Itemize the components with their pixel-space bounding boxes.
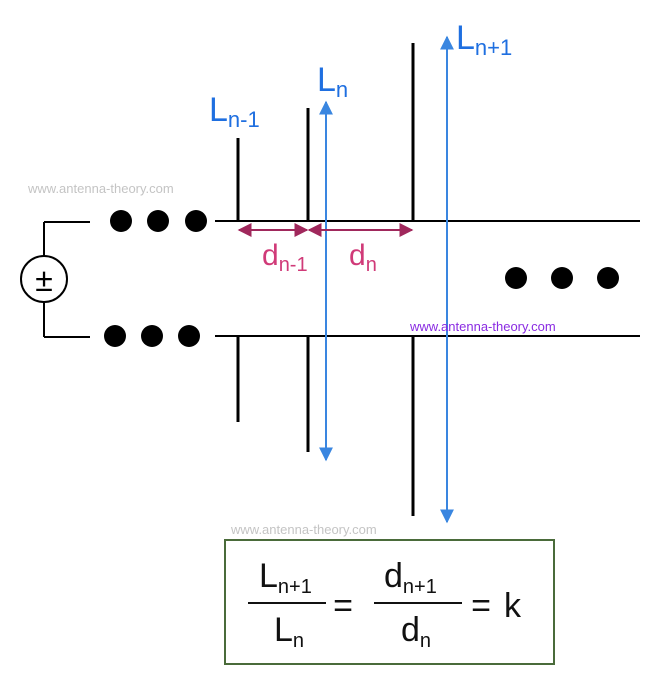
label-l-n-plus-1: Ln+1 xyxy=(456,19,512,60)
formula-equals-2: = xyxy=(471,587,491,625)
ellipsis-dots-right xyxy=(505,267,619,289)
formula-equals-1: = xyxy=(333,587,353,625)
label-l-n: Ln xyxy=(317,61,348,102)
source-circle xyxy=(20,255,68,303)
formula-k: k xyxy=(504,587,522,625)
label-d-n: dn xyxy=(349,239,377,276)
label-d-n-minus-1: dn-1 xyxy=(262,239,308,276)
formula-numerator-1: Ln+1 xyxy=(259,557,312,598)
label-l-n-minus-1: Ln-1 xyxy=(209,91,260,132)
formula-denominator-1: Ln xyxy=(274,611,304,652)
formula-box: Ln+1 Ln = dn+1 dn = k xyxy=(224,539,555,665)
formula-denominator-2: dn xyxy=(401,611,431,652)
voltage-source: ± xyxy=(20,221,90,338)
plus-minus-symbol: ± xyxy=(35,262,53,298)
watermark-1: www.antenna-theory.com xyxy=(27,181,174,196)
watermark-2: www.antenna-theory.com xyxy=(409,319,556,334)
formula-numerator-2: dn+1 xyxy=(384,557,437,598)
scaling-formula: Ln+1 Ln = dn+1 dn = k xyxy=(248,557,522,652)
watermark-3: www.antenna-theory.com xyxy=(230,522,377,537)
ellipsis-dots-top-left xyxy=(110,210,207,232)
ellipsis-dots-bottom-left xyxy=(104,325,200,347)
